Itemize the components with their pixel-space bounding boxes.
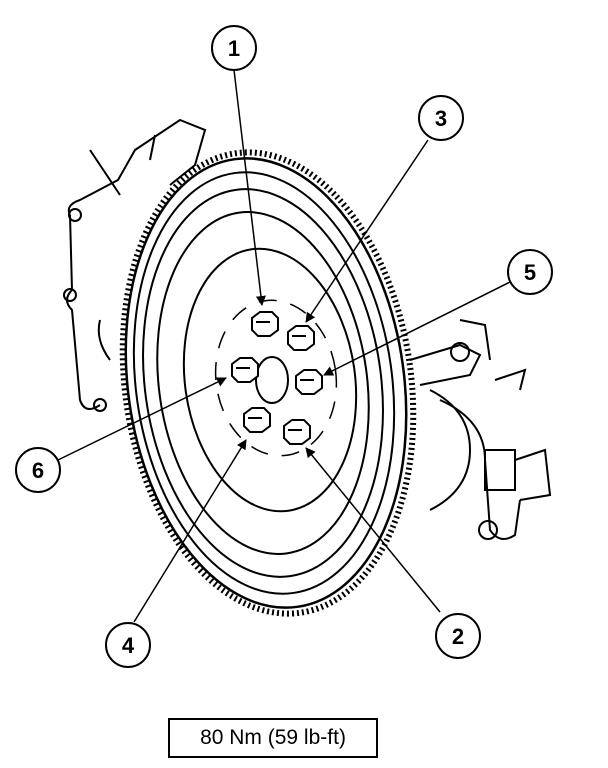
engine-block — [63, 118, 207, 412]
leader-lines — [57, 69, 511, 623]
bolt-bottom-right — [283, 419, 311, 445]
callout-2-label: 2 — [452, 624, 464, 649]
leader-5 — [323, 281, 511, 376]
callout-4-label: 4 — [122, 633, 135, 658]
callout-6: 6 — [15, 447, 61, 493]
bolt-left — [231, 357, 259, 383]
bolt-top-left — [251, 311, 279, 337]
callout-1: 1 — [211, 25, 257, 71]
callout-1-label: 1 — [228, 36, 240, 61]
bolt-right — [295, 369, 323, 395]
leader-1 — [233, 69, 266, 306]
leader-2 — [305, 447, 441, 613]
leader-4 — [133, 439, 247, 623]
bolt-bottom-left — [243, 407, 271, 433]
callout-3: 3 — [418, 95, 464, 141]
leader-6 — [57, 377, 227, 461]
callout-6-label: 6 — [32, 458, 44, 483]
flywheel — [119, 149, 417, 617]
callout-5: 5 — [507, 249, 553, 295]
callout-5-label: 5 — [524, 260, 536, 285]
callout-2: 2 — [435, 613, 481, 659]
leader-3 — [305, 139, 429, 323]
torque-spec-box: 80 Nm (59 lb-ft) — [168, 718, 378, 758]
bolt-top-right — [287, 325, 315, 351]
callout-3-label: 3 — [435, 106, 447, 131]
crank-bracket — [409, 319, 552, 540]
torque-spec-text: 80 Nm (59 lb-ft) — [200, 726, 346, 749]
callout-4: 4 — [105, 622, 151, 668]
